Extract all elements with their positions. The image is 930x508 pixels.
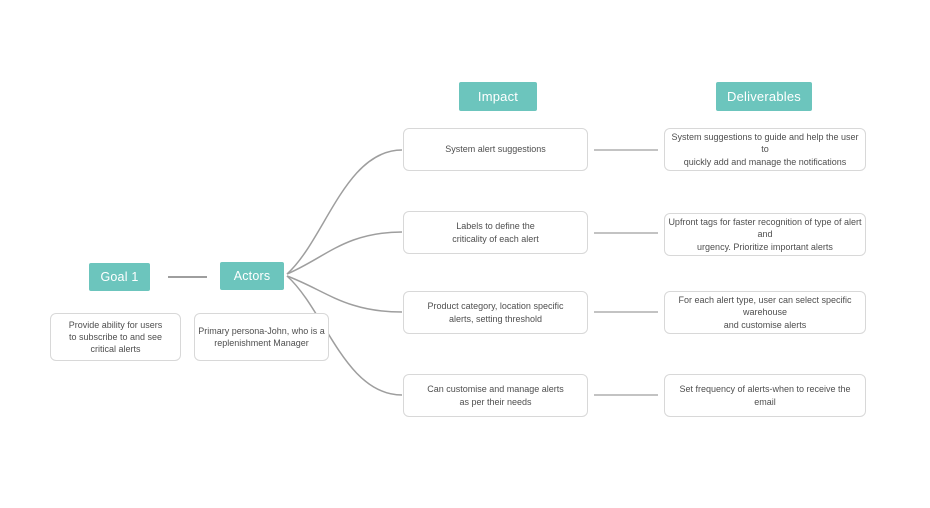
impact-column-header[interactable]: Impact <box>459 82 537 111</box>
edge-actors-to-impact-1 <box>286 149 403 275</box>
actors-node[interactable]: Actors <box>220 262 284 290</box>
actors-note[interactable]: Primary persona-John, who is a replenish… <box>194 313 329 361</box>
impact-node-4[interactable]: Can customise and manage alerts as per t… <box>403 374 588 417</box>
edge-actors-to-impact-2 <box>286 231 403 275</box>
deliverables-column-header[interactable]: Deliverables <box>716 82 812 111</box>
impact-node-3[interactable]: Product category, location specific aler… <box>403 291 588 334</box>
impact-node-1[interactable]: System alert suggestions <box>403 128 588 171</box>
deliverable-node-4[interactable]: Set frequency of alerts-when to receive … <box>664 374 866 417</box>
edge-actors-to-impact-3 <box>286 275 403 313</box>
deliverable-node-3[interactable]: For each alert type, user can select spe… <box>664 291 866 334</box>
goal-note[interactable]: Provide ability for users to subscribe t… <box>50 313 181 361</box>
deliverable-node-1[interactable]: System suggestions to guide and help the… <box>664 128 866 171</box>
goal-node[interactable]: Goal 1 <box>89 263 150 291</box>
impact-node-2[interactable]: Labels to define the criticality of each… <box>403 211 588 254</box>
deliverable-node-2[interactable]: Upfront tags for faster recognition of t… <box>664 213 866 256</box>
